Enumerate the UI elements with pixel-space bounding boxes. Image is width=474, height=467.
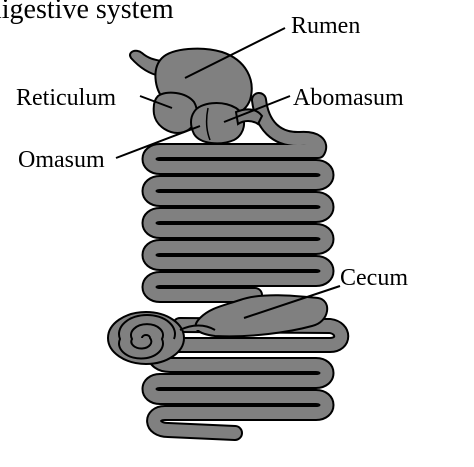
- small-intestine: [150, 100, 342, 433]
- spiral-colon: [107, 311, 216, 365]
- abomasum-shape: [234, 108, 264, 126]
- omasum-leader: [115, 125, 201, 159]
- rumen-label: Rumen: [291, 13, 361, 39]
- rumen-leader: [184, 27, 286, 79]
- reticulum-shape: [152, 91, 198, 134]
- omasum-label: Omasum: [18, 147, 105, 173]
- omasum-shape: [190, 102, 245, 145]
- diagram-title: ligestive system: [0, 0, 174, 25]
- cecum-leader: [243, 285, 341, 319]
- abomasum-leader: [223, 95, 291, 123]
- reticulum-label: Reticulum: [16, 85, 116, 111]
- cecum-label: Cecum: [340, 265, 408, 291]
- abomasum-label: Abomasum: [293, 85, 404, 111]
- leader-lines: [115, 27, 341, 319]
- reticulum-leader: [139, 95, 173, 109]
